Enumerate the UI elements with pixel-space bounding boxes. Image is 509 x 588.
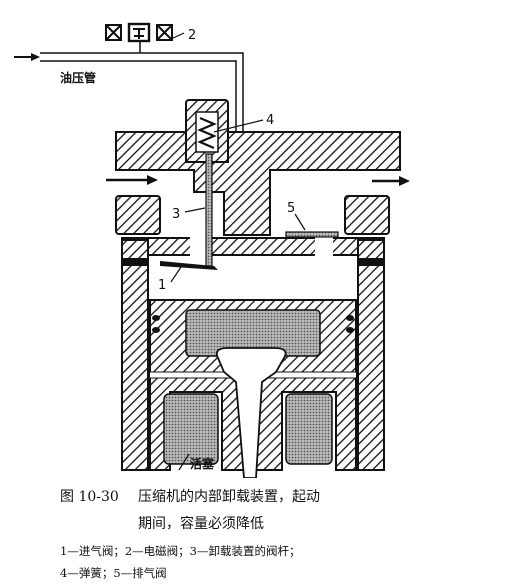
compressor-unloader-diagram: 1 2 3 4 5 油压管 活塞 [14,22,410,478]
label-2: 2 [188,28,196,43]
leader-line-piston [178,453,190,471]
discharge-arrow [372,176,410,186]
legend-line-2: 4—弹簧；5—排气阀 [60,566,167,580]
connecting-rod [215,347,287,478]
leader-line-2 [170,32,185,40]
unloader-valve-stem [205,153,213,267]
label-5: 5 [287,201,295,216]
label-oil-pipe: 油压管 [60,70,96,85]
caption-title-line1: 压缩机的内部卸载装置，起动 [138,489,320,505]
discharge-port-block [344,195,390,235]
leader-line-5 [294,213,306,231]
discharge-valve [285,231,339,238]
oil-inlet-arrow [14,53,40,61]
unloader-housing [185,99,229,163]
suction-arrow [106,175,158,185]
caption-title-line2: 期间，容量必须降低 [138,516,264,532]
leader-line-4 [213,119,264,133]
suction-port-block [115,195,161,235]
label-1: 1 [158,278,166,293]
figure-legend: 1—进气阀；2—电磁阀；3—卸载装置的阀杆； 4—弹簧；5—排气阀 [60,540,500,584]
cylinder-wall [121,239,385,471]
suction-valve-reed [160,261,218,270]
figure-caption: 图 10-30 压缩机的内部卸载装置，起动 期间，容量必须降低 [60,484,500,538]
label-piston: 活塞 [190,456,215,471]
cylinder-head [115,131,401,236]
leader-line-1 [170,263,184,283]
solenoid-valve [105,22,173,43]
label-3: 3 [172,207,180,222]
label-4: 4 [266,113,274,128]
legend-line-1: 1—进气阀；2—电磁阀；3—卸载装置的阀杆； [60,544,301,558]
leader-line-3 [184,207,206,213]
valve-plate [121,236,385,258]
piston-ring [152,315,354,333]
figure-number: 图 10-30 [60,489,119,505]
